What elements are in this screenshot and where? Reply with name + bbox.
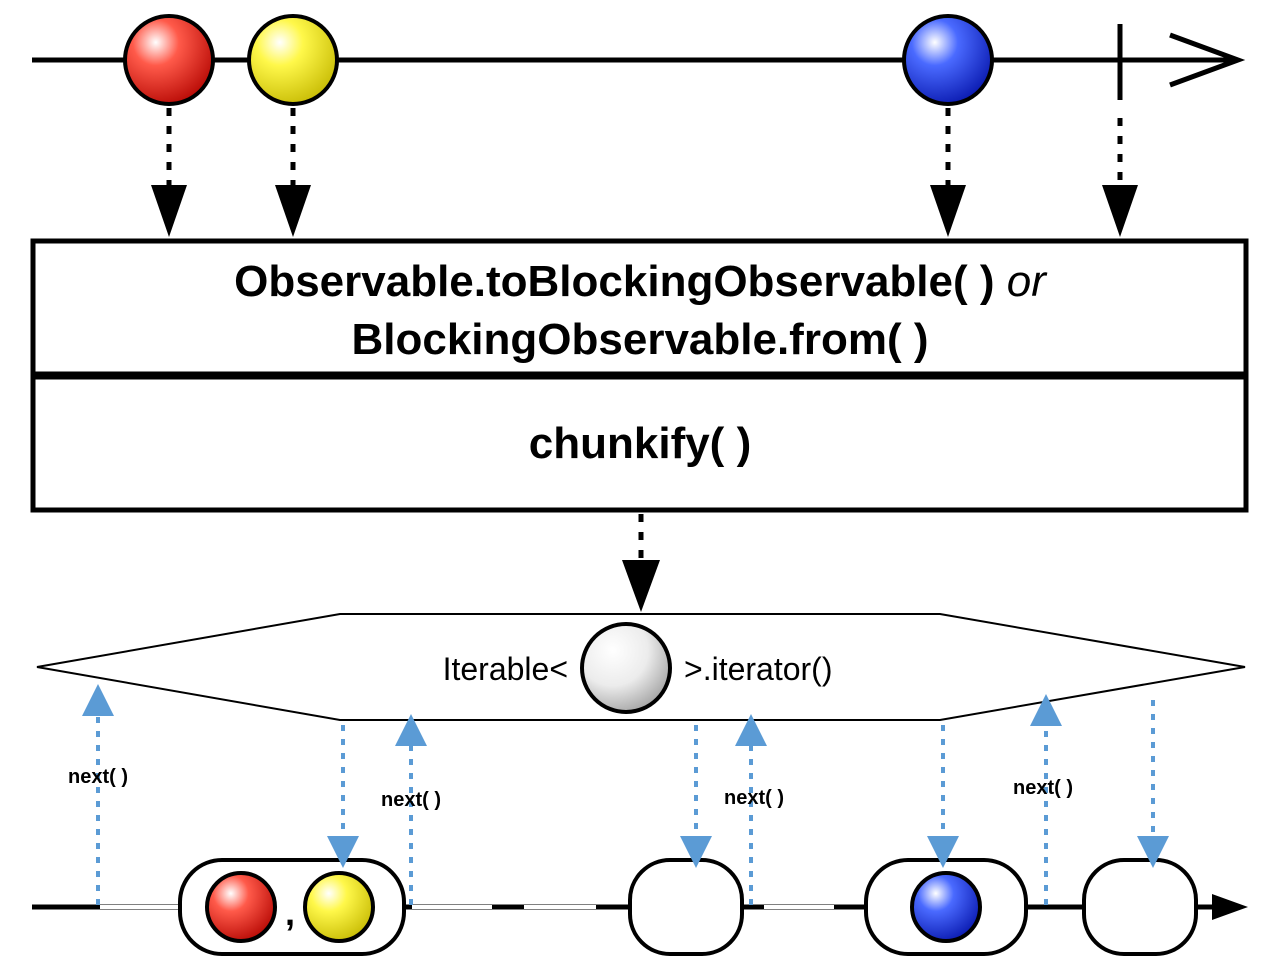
next-label: next( ) <box>381 789 441 811</box>
output-timeline-arrowhead <box>1212 894 1248 920</box>
operator-name-main: Observable.toBlockingObservable( ) <box>234 257 994 306</box>
operator-box: Observable.toBlockingObservable( ) or Bl… <box>30 238 1249 513</box>
operator-line2: BlockingObservable.from( ) <box>351 315 928 364</box>
operator-output-arrowhead <box>622 560 660 612</box>
source-timeline <box>32 14 1246 106</box>
connector-yellow-arrowhead <box>275 185 311 237</box>
source-marble-red <box>123 14 215 106</box>
operator-method: chunkify( ) <box>529 419 751 468</box>
next-label: next( ) <box>724 787 784 809</box>
source-marble-yellow <box>247 14 339 106</box>
next-call-arrows <box>82 684 1169 905</box>
operator-box-bottom <box>30 374 1249 513</box>
chunk-blue <box>864 858 1028 956</box>
chunk-marble-yellow <box>303 871 375 943</box>
operator-connector-or: or <box>1007 257 1048 306</box>
source-timeline-arrowhead <box>1169 32 1246 88</box>
iterable-shape: Iterable< >.iterator() <box>36 613 1246 721</box>
connector-blue-arrowhead <box>930 185 966 237</box>
connector-complete-arrowhead <box>1102 185 1138 237</box>
chunk-box <box>628 858 744 956</box>
chunk-marble-red <box>205 871 277 943</box>
source-marble-blue <box>902 14 994 106</box>
chunk-box <box>1082 858 1198 956</box>
next-label: next( ) <box>1013 777 1073 799</box>
connector-red-arrowhead <box>151 185 187 237</box>
chunk-marble-blue <box>910 871 982 943</box>
chunk-separator: , <box>285 892 295 933</box>
operator-output-connector <box>622 514 660 612</box>
operator-line1: Observable.toBlockingObservable( ) or <box>234 257 1048 306</box>
chunk-red-yellow: , <box>178 858 406 956</box>
chunk-empty <box>628 858 744 956</box>
iterable-prefix: Iterable< <box>443 651 568 687</box>
next-label: next( ) <box>68 766 128 788</box>
next-labels: next( ) next( ) next( ) next( ) <box>68 766 1073 811</box>
iterable-suffix: >.iterator() <box>684 651 832 687</box>
operator-box-top <box>30 238 1249 377</box>
source-connectors <box>151 108 1138 237</box>
chunk-empty-final <box>1082 858 1198 956</box>
iterable-item-marble <box>580 622 672 714</box>
